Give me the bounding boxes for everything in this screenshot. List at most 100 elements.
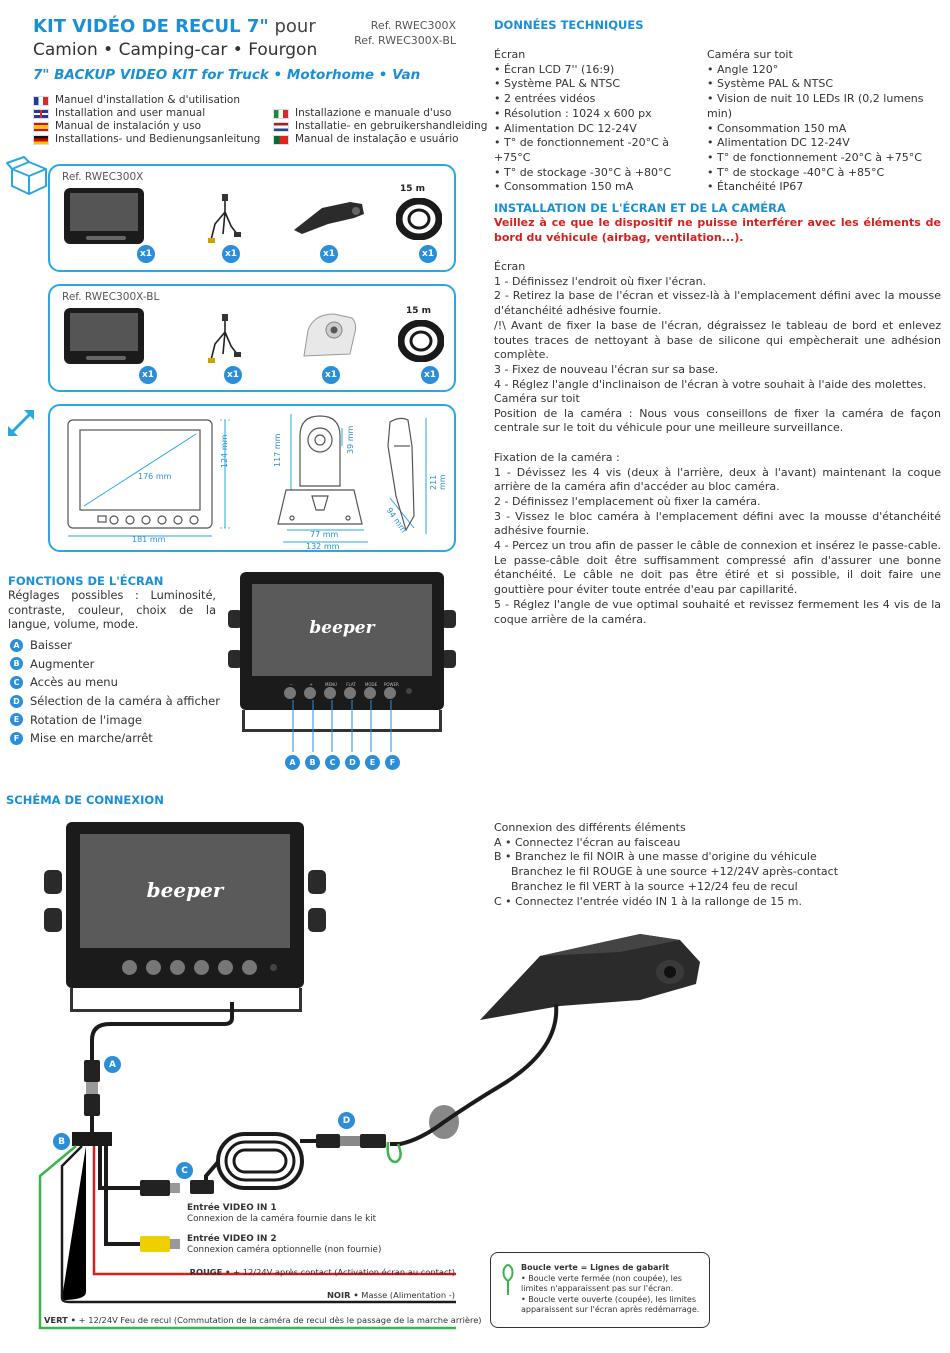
- kit-ref: Ref. RWEC300X: [62, 171, 144, 183]
- monitor-buttons: − + MENU FLAT MODE POWER: [284, 682, 424, 706]
- letter-badge: F: [10, 731, 23, 745]
- letter-badge: A: [10, 638, 23, 652]
- manual-nl: Installatie- en gebruikershandleiding: [273, 120, 487, 133]
- wire-red-label: ROUGE • + 12/24V après contact (Activati…: [189, 1267, 455, 1277]
- manual-fr: Manuel d'installation & d'utilisation: [33, 94, 260, 107]
- schema-button: [146, 960, 161, 975]
- monitor-button-a[interactable]: [284, 687, 296, 699]
- schema-badge-d: D: [338, 1112, 355, 1129]
- kit-harness-image: [208, 194, 241, 243]
- monitor-button-d[interactable]: [344, 687, 356, 699]
- schema-button: [242, 960, 257, 975]
- legend-closed: • Boucle verte fermée (non coupée), les …: [521, 1273, 682, 1294]
- dim-diagonal: 176 mm: [138, 472, 172, 481]
- monitor-button-b[interactable]: [304, 687, 316, 699]
- kit-white-camera-image: [303, 313, 357, 357]
- kit-cable-length: 15 m: [400, 184, 426, 194]
- monitor-button-c[interactable]: [324, 687, 336, 699]
- dim-camera-top: 39 mm: [346, 425, 355, 454]
- schema-button: [170, 960, 185, 975]
- schema-badge-b: B: [53, 1133, 70, 1150]
- page-title: KIT VIDÉO DE RECUL 7" pour: [33, 16, 316, 37]
- ref-1: Ref. RWEC300X: [370, 19, 456, 32]
- connection-steps: Connexion des différents éléments A • Co…: [494, 821, 924, 909]
- callout-a: A: [285, 755, 300, 770]
- letter-badge: D: [10, 694, 23, 708]
- dimensions-box: 176 mm 124 mm 181 mm 117 mm 39 mm 77 mm …: [48, 404, 456, 552]
- monitor-front-image: beeper − + MENU FLAT MODE POWER: [228, 572, 456, 734]
- english-title: 7" BACKUP VIDEO KIT for Truck • Motorhom…: [33, 67, 421, 83]
- legend-title: Boucle verte = Lignes de gabarit: [521, 1263, 670, 1272]
- install-screen-title: Écran: [494, 260, 526, 273]
- tech-camera: Caméra sur toit • Angle 120°• Système PA…: [707, 48, 947, 195]
- dim-height: 124 mm: [220, 434, 229, 468]
- schema-badge-c: C: [176, 1162, 193, 1179]
- manual-list-right: Installazione e manuale d'uso Installati…: [273, 107, 487, 146]
- manual-list-left: Manuel d'installation & d'utilisation In…: [33, 94, 260, 146]
- qty-badge: x1: [322, 366, 340, 384]
- kit-box-rwec300x: Ref. RWEC300X 15 m x1 x1 x1 x1: [48, 164, 456, 272]
- callout-e: E: [365, 755, 380, 770]
- schema-button: [122, 960, 137, 975]
- wire-black-label: NOIR • Masse (Alimentation -): [326, 1290, 455, 1300]
- roof-camera-image: [480, 934, 700, 1020]
- schema-brand-logo: beeper: [146, 878, 224, 902]
- dim-side-height: 211 mm: [429, 474, 447, 490]
- dimensions-arrows-icon: [8, 410, 34, 436]
- wire-green-label: VERT • + 12/24V Feu de recul (Commutatio…: [44, 1315, 482, 1325]
- qty-badge: x1: [224, 366, 242, 384]
- flag-es-icon: [33, 121, 49, 132]
- callout-f: F: [385, 755, 400, 770]
- kit-cable-image: [398, 320, 444, 362]
- qty-badge: x1: [139, 366, 157, 384]
- tech-screen: Écran • Écran LCD 7'' (16:9)• Système PA…: [494, 48, 704, 195]
- flag-nl-icon: [273, 121, 289, 132]
- schema-button: [218, 960, 233, 975]
- monitor-brand-logo: beeper: [309, 618, 375, 638]
- dim-camera-height: 117 mm: [273, 433, 282, 467]
- monitor-button-f[interactable]: [384, 687, 396, 699]
- manual-pt: Manual de instalação e usuário: [273, 133, 487, 146]
- dim-camera-width-2: 132 mm: [306, 542, 340, 551]
- kit-ref: Ref. RWEC300X-BL: [62, 291, 160, 303]
- callout-lines: [292, 700, 392, 752]
- letter-badge: E: [10, 713, 23, 727]
- tech-camera-title: Caméra sur toit: [707, 48, 793, 61]
- ref-2: Ref. RWEC300X-BL: [354, 34, 456, 47]
- install-camera-title: Caméra sur toit: [494, 392, 580, 405]
- install-camera: Caméra sur toit Position de la caméra : …: [494, 392, 941, 626]
- install-screen: Écran 1 - Définissez l'endroit où fixer …: [494, 260, 941, 391]
- kit-harness-image: [208, 314, 241, 363]
- schema-title: SCHÉMA DE CONNEXION: [6, 793, 164, 807]
- manual-it: Installazione e manuale d'uso: [273, 107, 487, 120]
- callout-badges: A B C D E F: [285, 755, 400, 770]
- functions-title: FONCTIONS DE L'ÉCRAN: [8, 574, 164, 588]
- package-box-icon: [6, 156, 47, 195]
- video-in1-label: Entrée VIDEO IN 1 Connexion de la caméra…: [187, 1203, 377, 1224]
- kit-box-rwec300x-bl: Ref. RWEC300X-BL 15 m x1 x1 x1 x1: [48, 284, 456, 392]
- wiring-diagram: [38, 934, 700, 1330]
- flag-it-icon: [273, 108, 289, 119]
- kit-monitor-image: [64, 308, 144, 364]
- qty-badge: x1: [222, 245, 240, 263]
- kit-monitor-image: [64, 188, 144, 244]
- manual-gb: Installation and user manual: [33, 107, 260, 120]
- manual-es: Manual de instalación y uso: [33, 120, 260, 133]
- monitor-button-e[interactable]: [364, 687, 376, 699]
- dimensions-drawing: [67, 414, 427, 543]
- qty-badge: x1: [419, 245, 437, 263]
- callout-b: B: [305, 755, 320, 770]
- green-loop-icon: [502, 1264, 514, 1295]
- kit-cable-length: 15 m: [406, 306, 432, 316]
- dim-width: 181 mm: [132, 535, 166, 544]
- tech-screen-title: Écran: [494, 48, 526, 61]
- dim-camera-width-1: 77 mm: [310, 530, 339, 539]
- qty-badge: x1: [137, 245, 155, 263]
- flag-pt-icon: [273, 134, 289, 145]
- letter-badge: B: [10, 657, 23, 671]
